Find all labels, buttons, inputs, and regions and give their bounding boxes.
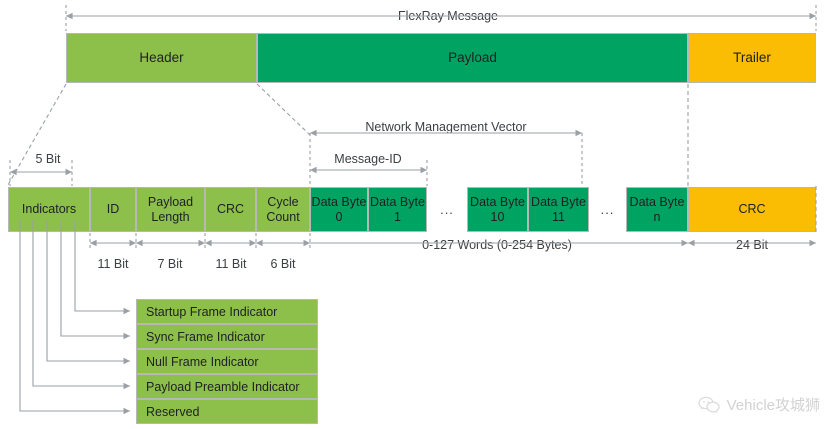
indicator-box-sync-frame: Sync Frame Indicator [136, 324, 318, 349]
field-data-byte-11: Data Byte 11 [528, 187, 589, 232]
indicator-box-null-frame-label: Null Frame Indicator [146, 354, 259, 369]
ellipsis-first: ... [427, 187, 467, 232]
bitlabel-words-text: 0-127 Words (0-254 Bytes) [422, 238, 572, 252]
field-trailer-crc: CRC [688, 187, 816, 232]
bitlabel-words: 0-127 Words (0-254 Bytes) [422, 238, 572, 252]
bitlabel-24bit: 24 Bit [736, 238, 768, 252]
bitlabel-id-text: 11 Bit [97, 257, 129, 271]
field-data-byte-n: Data Byte n [626, 187, 688, 232]
indicator-box-reserved: Reserved [136, 399, 318, 424]
top-bar-header: Header [66, 33, 257, 83]
field-data-byte-1-label: Data Byte 1 [370, 195, 425, 224]
label-network-management-vector: Network Management Vector [365, 120, 526, 134]
field-indicators: Indicators [8, 187, 90, 232]
watermark-label: Vehicle攻城狮 [726, 397, 820, 414]
indicator-box-startup-frame: Startup Frame Indicator [136, 299, 318, 324]
field-data-byte-11-label: Data Byte 11 [531, 195, 586, 224]
bitlabel-crc-text: 11 Bit [215, 257, 247, 271]
field-indicators-label: Indicators [21, 202, 77, 217]
label-message-id-text: Message-ID [334, 152, 402, 166]
indicator-box-startup-frame-label: Startup Frame Indicator [146, 304, 278, 319]
field-crc-label: CRC [216, 202, 245, 217]
field-id: ID [90, 187, 136, 232]
title-flexray-message-label: FlexRay Message [397, 9, 499, 23]
top-bar-payload-label: Payload [448, 50, 497, 66]
field-data-byte-0-label: Data Byte 0 [311, 195, 367, 224]
field-cycle-count: Cycle Count [256, 187, 310, 232]
indicator-box-payload-preamble-label: Payload Preamble Indicator [146, 379, 300, 394]
ellipsis-second-label: ... [600, 202, 615, 217]
field-crc: CRC [205, 187, 256, 232]
ellipsis-first-label: ... [440, 202, 454, 217]
field-data-byte-1: Data Byte 1 [368, 187, 427, 232]
top-bar-trailer-label: Trailer [733, 50, 771, 66]
field-data-byte-10-label: Data Byte 10 [470, 195, 525, 224]
title-flexray-message: FlexRay Message [398, 9, 498, 23]
top-bar-trailer: Trailer [688, 33, 816, 83]
bitlabel-cycle-count-text: 6 Bit [270, 257, 296, 271]
field-data-byte-n-label: Data Byte n [629, 195, 685, 224]
top-bar-header-label: Header [139, 50, 184, 66]
bitlabel-payload-length: 7 Bit [157, 257, 182, 271]
field-cycle-count-label: Cycle Count [266, 195, 300, 224]
field-data-byte-0: Data Byte 0 [310, 187, 368, 232]
watermark: Vehicle攻城狮 [697, 394, 820, 415]
field-payload-length-label: Payload Length [147, 195, 194, 224]
wechat-icon [697, 396, 720, 413]
field-trailer-crc-label: CRC [738, 202, 766, 217]
label-five-bit-text: 5 Bit [35, 152, 61, 166]
label-five-bit: 5 Bit [35, 152, 60, 166]
top-bar-payload: Payload [257, 33, 688, 83]
field-payload-length: Payload Length [136, 187, 205, 232]
bitlabel-cycle-count: 6 Bit [270, 257, 295, 271]
label-message-id: Message-ID [334, 152, 401, 166]
indicator-box-payload-preamble: Payload Preamble Indicator [136, 374, 318, 399]
bitlabel-id: 11 Bit [97, 257, 128, 271]
label-network-management-vector-text: Network Management Vector [365, 120, 527, 134]
indicator-box-null-frame: Null Frame Indicator [136, 349, 318, 374]
ellipsis-second: ... [589, 187, 626, 232]
bitlabel-payload-length-text: 7 Bit [157, 257, 183, 271]
bitlabel-24bit-text: 24 Bit [736, 238, 768, 252]
indicator-box-sync-frame-label: Sync Frame Indicator [146, 329, 265, 344]
indicator-box-reserved-label: Reserved [146, 404, 200, 419]
bitlabel-crc: 11 Bit [215, 257, 246, 271]
field-data-byte-10: Data Byte 10 [467, 187, 528, 232]
field-id-label: ID [106, 202, 120, 217]
